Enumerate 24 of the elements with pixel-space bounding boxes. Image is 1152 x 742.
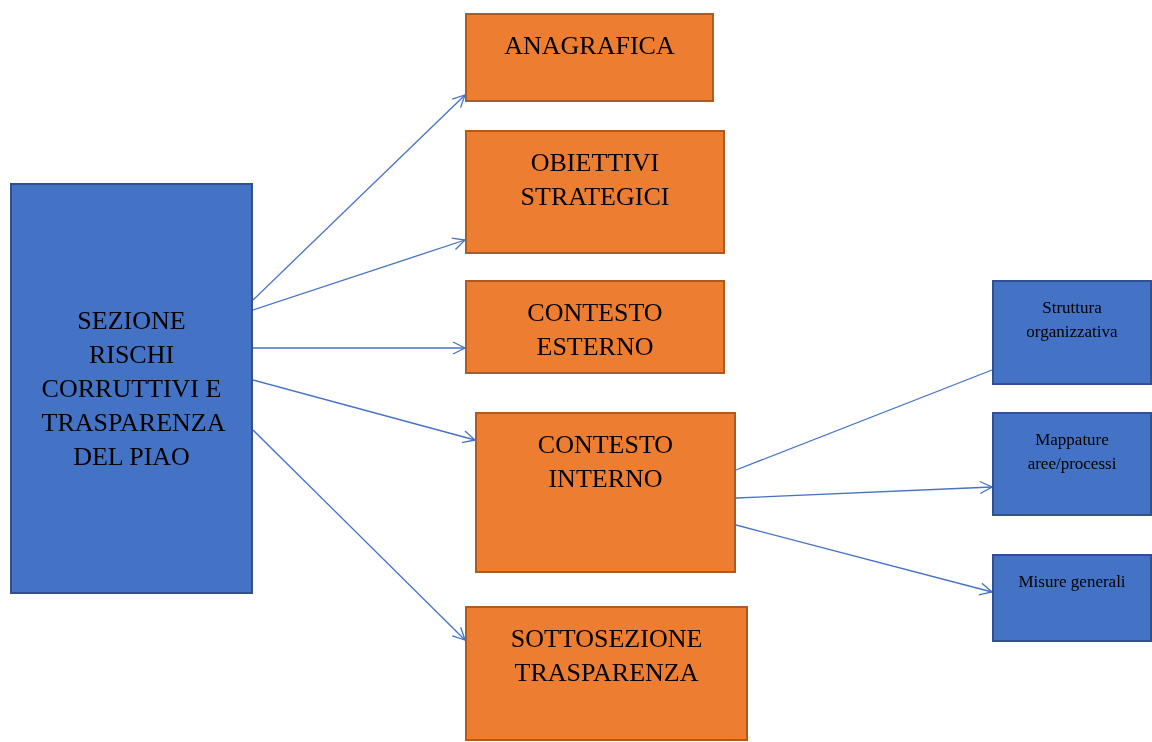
process-box bbox=[465, 606, 748, 741]
arrow bbox=[735, 480, 993, 499]
arrow bbox=[252, 341, 466, 355]
process-box bbox=[992, 280, 1152, 385]
process-box bbox=[10, 183, 253, 594]
box-label: Misure generali bbox=[1018, 571, 1126, 593]
process-box bbox=[465, 130, 725, 254]
process-box bbox=[475, 412, 736, 573]
arrow bbox=[252, 237, 466, 311]
box-label: CONTESTO ESTERNO bbox=[526, 297, 664, 363]
box-label: Mappature aree/processi bbox=[1026, 429, 1118, 475]
arrow bbox=[252, 429, 466, 641]
process-box bbox=[992, 554, 1152, 642]
box-label: Struttura organizzativa bbox=[1025, 297, 1119, 343]
box-label: SOTTOSEZIONE TRASPARENZA bbox=[509, 623, 704, 689]
box-label: OBIETTIVI STRATEGICI bbox=[519, 147, 671, 213]
process-box bbox=[465, 280, 725, 374]
box-label: ANAGRAFICA bbox=[504, 30, 675, 62]
process-box bbox=[992, 412, 1152, 516]
arrow bbox=[252, 379, 476, 444]
arrow bbox=[735, 524, 993, 596]
arrow bbox=[252, 94, 466, 301]
box-label: CONTESTO INTERNO bbox=[536, 429, 675, 495]
process-box bbox=[465, 13, 714, 102]
